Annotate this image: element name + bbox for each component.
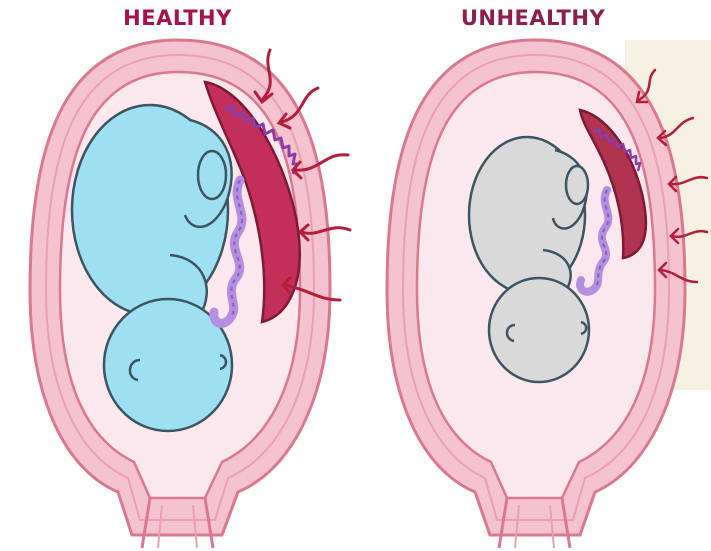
- healthy-panel: HEALTHY: [0, 0, 355, 551]
- healthy-diagram: [0, 0, 355, 551]
- fetus-foot: [566, 166, 588, 204]
- fetus-head: [489, 278, 589, 382]
- unhealthy-panel: UNHEALTHY: [355, 0, 711, 551]
- fetus-foot: [198, 151, 226, 199]
- unhealthy-diagram: [355, 0, 711, 551]
